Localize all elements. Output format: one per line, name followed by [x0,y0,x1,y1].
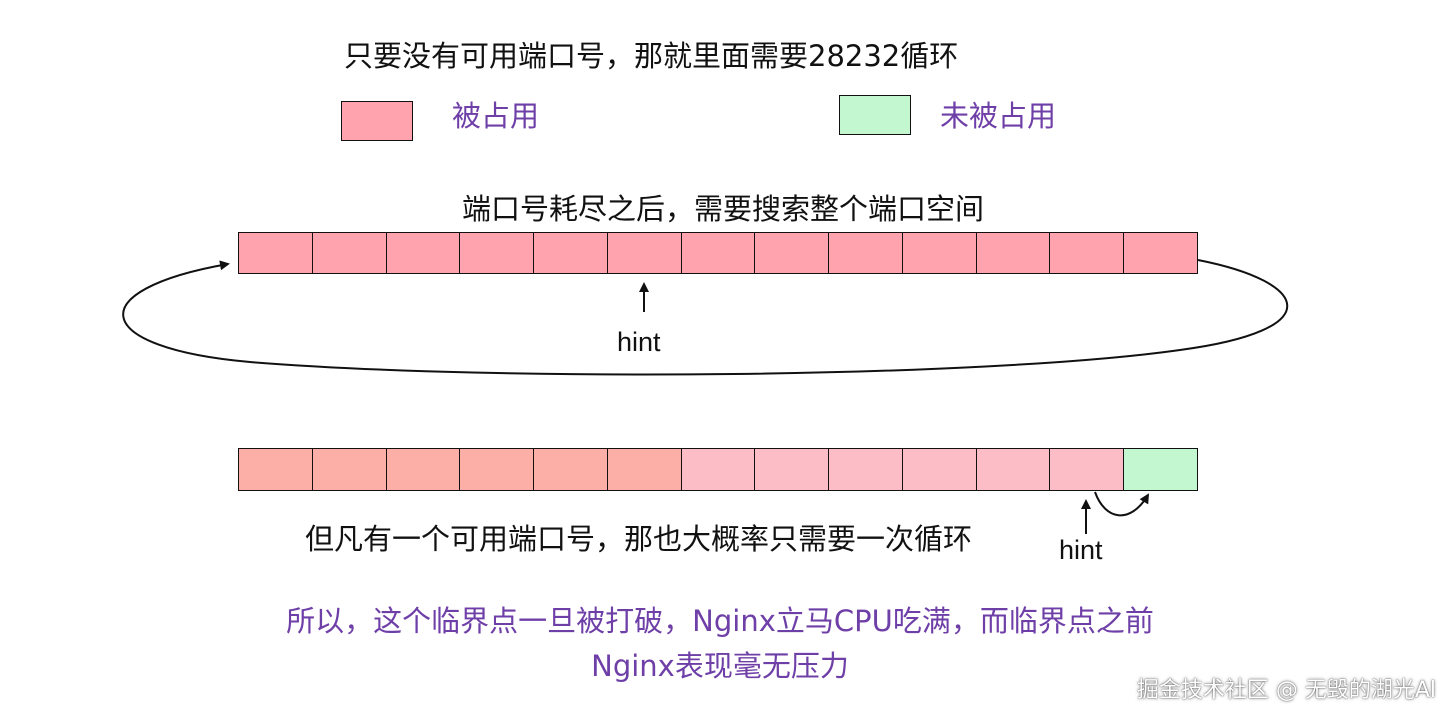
port-cell [681,233,756,273]
conclusion-line-2: Nginx表现毫无压力 [591,649,849,683]
watermark: 掘金技术社区 @ 无毁的湖光Al [1136,678,1436,703]
port-cell [902,233,977,273]
port-cell [1124,233,1197,273]
legend-occupied-label: 被占用 [452,99,540,133]
legend-occupied-swatch [341,101,413,141]
port-cell [534,233,608,273]
upper-title: 端口号耗尽之后，需要搜索整个端口空间 [462,192,985,226]
lower-caption: 但凡有一个可用端口号，那也大概率只需要一次循环 [305,522,973,556]
port-cell [460,233,535,273]
port-cell [534,449,608,490]
port-cell [829,449,903,490]
port-cell [1050,449,1125,490]
port-cell [829,233,903,273]
port-cell [460,449,535,490]
port-cell [902,449,977,490]
port-cell [386,233,461,273]
lower-hint-label: hint [1059,535,1103,565]
upper-hint-label: hint [617,327,661,357]
port-cell [1124,449,1197,490]
legend-free-swatch [839,95,911,135]
upper-port-strip [238,232,1198,274]
port-cell [312,233,387,273]
port-cell [681,449,756,490]
conclusion-line-1: 所以，这个临界点一旦被打破，Nginx立马CPU吃满，而临界点之前 [286,604,1154,638]
port-cell [239,233,313,273]
port-cell [607,449,682,490]
port-cell [976,449,1051,490]
port-cell [312,449,387,490]
port-cell [607,233,682,273]
legend-free-label: 未被占用 [940,99,1057,133]
lower-port-strip [238,448,1198,491]
port-cell [976,233,1051,273]
top-title: 只要没有可用端口号，那就里面需要28232循环 [344,39,959,73]
port-cell [1050,233,1125,273]
port-cell [755,233,830,273]
wraparound-loop-arrow [122,259,1289,376]
port-cell [755,449,830,490]
port-cell [239,449,313,490]
port-cell [386,449,461,490]
jump-to-free-arrow [1094,491,1150,517]
